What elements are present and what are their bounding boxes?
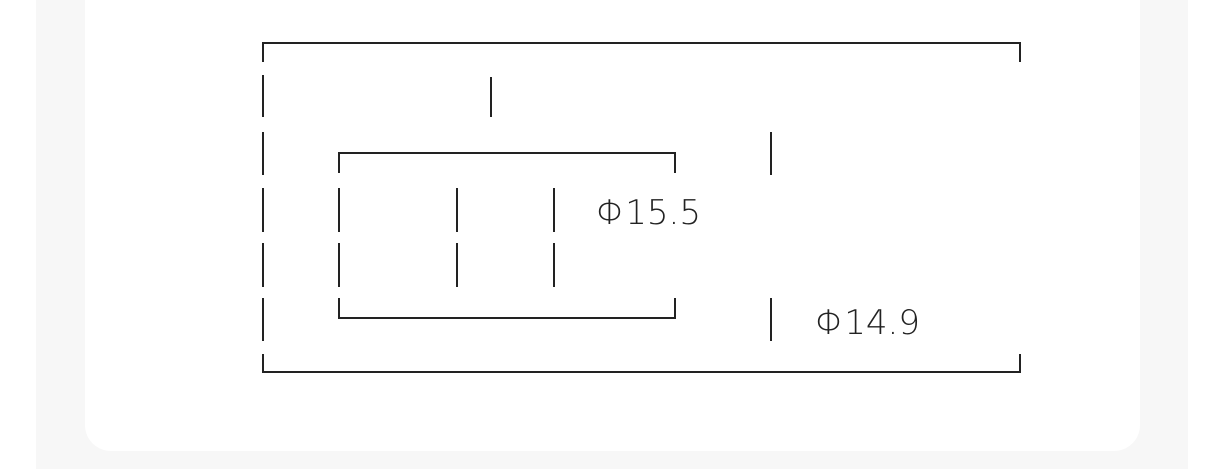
inner-diameter-label: Φ15.5	[596, 193, 701, 233]
inner-dashes	[338, 188, 555, 287]
outer-diameter-label: Φ14.9	[815, 303, 920, 343]
outer-bracket-bottom	[262, 354, 1021, 373]
diagram-card	[85, 0, 1140, 451]
outer-bracket-top	[262, 42, 1021, 62]
inner-bracket-top	[338, 152, 676, 173]
inner-bracket-bottom	[338, 298, 676, 319]
